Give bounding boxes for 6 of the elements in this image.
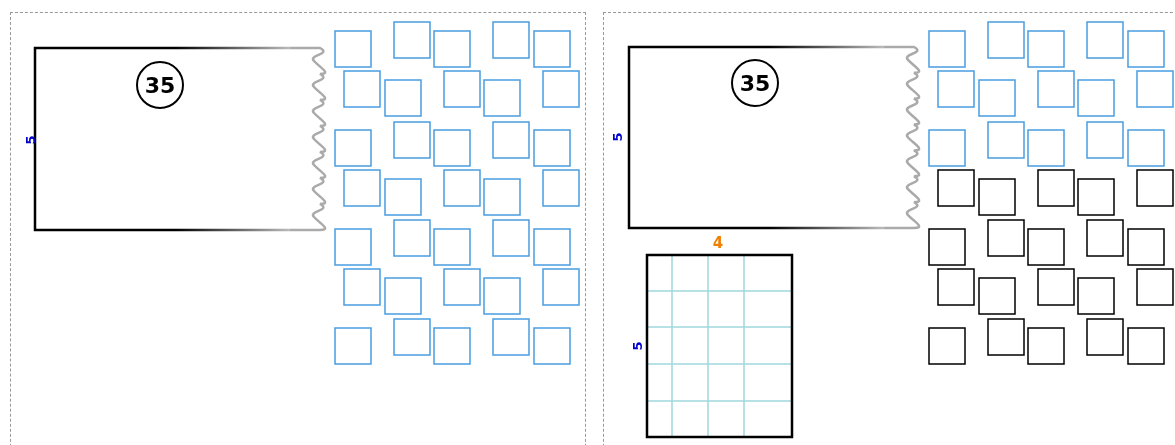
dimension-label: 5 <box>610 132 624 142</box>
dimension-label: 5 <box>23 135 37 145</box>
number-circle: 35 <box>136 61 184 109</box>
number-circle: 35 <box>731 59 779 107</box>
dimension-label: 4 <box>712 235 724 251</box>
dimension-label: 5 <box>630 341 644 351</box>
